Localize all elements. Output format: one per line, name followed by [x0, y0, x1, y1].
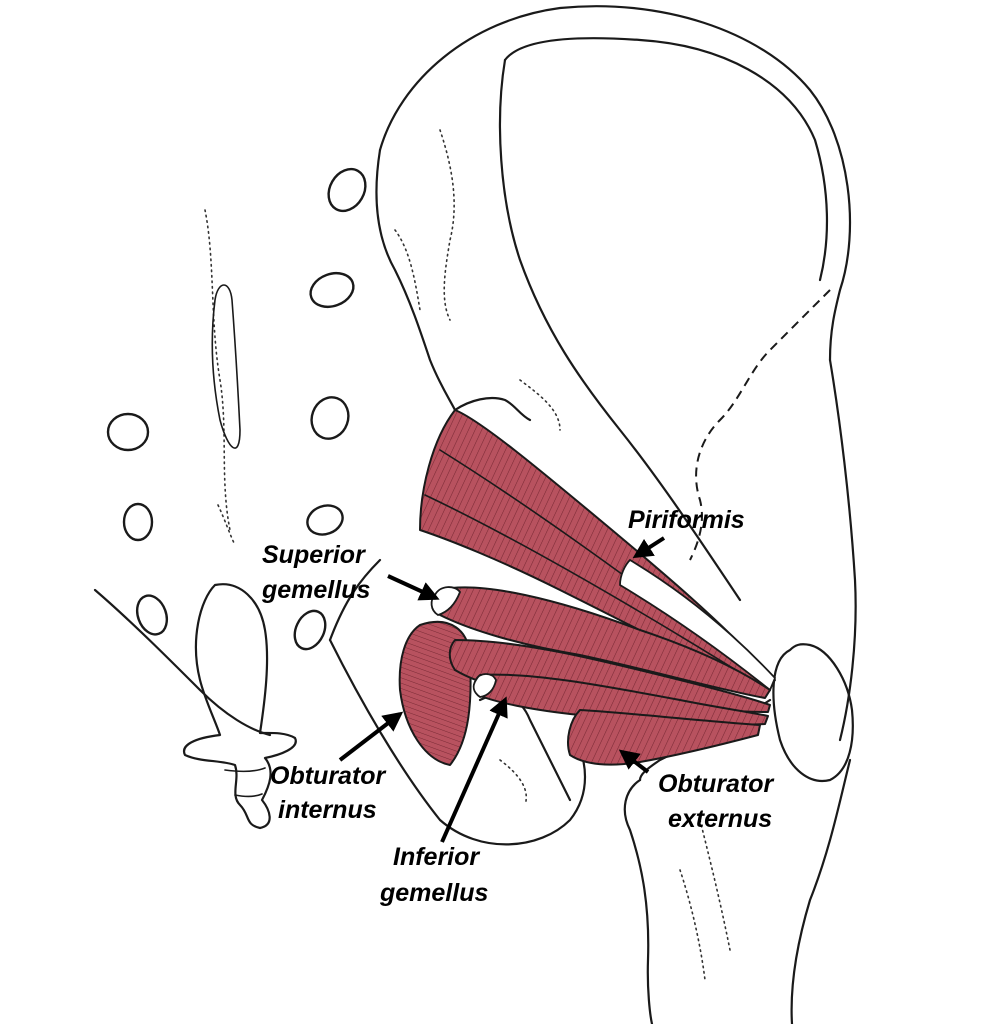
label-obturator-externus: Obturator externus: [618, 749, 775, 833]
obturator-externus-muscle: [567, 709, 761, 766]
sacral-foramen: [106, 412, 150, 452]
label-inferior-gemellus-line1: Inferior: [393, 843, 480, 871]
sacral-foramen: [293, 609, 327, 651]
labels: Piriformis Superior gemellus Obturator i…: [261, 506, 775, 907]
sacral-foramen: [135, 594, 169, 636]
arrow-piriformis: [632, 536, 666, 559]
arrow-inferior-gemellus: [440, 696, 508, 843]
label-obturator-externus-line2: externus: [668, 805, 772, 833]
sacral-foramen: [122, 502, 154, 542]
arrow-obturator-internus: [338, 711, 404, 762]
obturator-internus-muscle: [398, 620, 771, 766]
piriformis-muscle: [419, 409, 777, 696]
label-obturator-internus: Obturator internus: [270, 711, 404, 824]
label-obturator-internus-line2: internus: [278, 796, 377, 824]
label-obturator-externus-line1: Obturator: [658, 770, 775, 798]
sacrum-bone: [93, 167, 382, 737]
label-superior-gemellus-line2: gemellus: [261, 576, 370, 604]
arrow-obturator-externus: [618, 749, 650, 774]
sacral-foramen: [309, 271, 355, 309]
label-piriformis-text: Piriformis: [628, 506, 745, 534]
arrow-superior-gemellus: [387, 574, 440, 601]
label-superior-gemellus-line1: Superior: [262, 541, 366, 569]
sacral-foramen: [310, 396, 350, 440]
sacral-foramen: [327, 167, 367, 213]
label-piriformis: Piriformis: [628, 506, 745, 559]
label-obturator-internus-line1: Obturator: [270, 762, 387, 790]
label-inferior-gemellus-line2: gemellus: [379, 879, 488, 907]
label-superior-gemellus: Superior gemellus: [261, 541, 440, 604]
coccyx-bone: [182, 583, 297, 830]
label-inferior-gemellus: Inferior gemellus: [379, 696, 508, 907]
sacral-foramen: [306, 504, 344, 536]
